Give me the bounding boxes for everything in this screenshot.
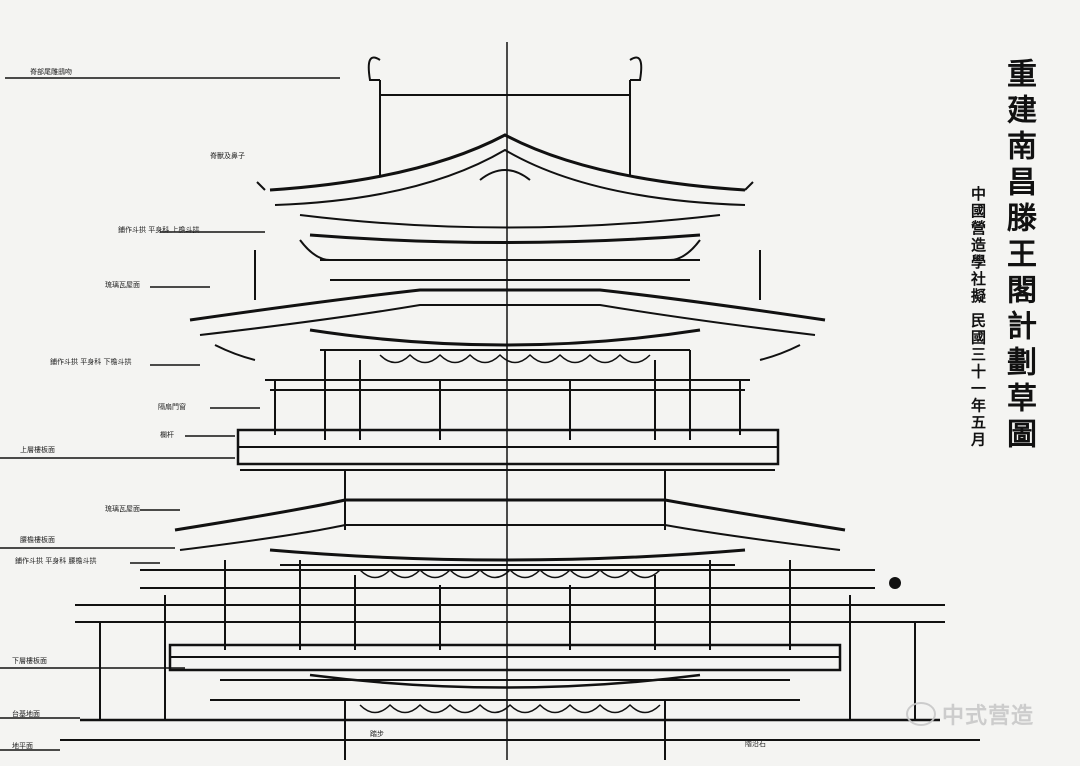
annotation-label: 鋪作斗拱 平身科 下檐斗拱 [50,358,132,366]
frieze-ornaments [359,353,661,714]
annotation-label: 隔扇門窗 [158,403,186,411]
annotation-label: 階沿石 [745,740,766,748]
upper-story [236,350,780,471]
marker-dot [889,577,901,589]
drawing-title: 重建南昌滕王閣計劃草圖 [1001,58,1036,454]
annotation-label: 脊獸及鼻子 [210,152,245,160]
annotation-label: 鋪作斗拱 平身科 上檐斗拱 [118,226,200,234]
lower-roof [174,470,846,566]
annotation-label: 上層樓板面 [20,446,55,454]
annotation-label: 台基地面 [12,710,40,718]
top-roof [256,56,754,244]
upper-brackets [299,239,701,281]
leader-lines [0,77,340,751]
annotation-label: 欄杆 [160,431,174,439]
drawing-subtitle: 中國營造學社擬 民國三十一年五月 [969,186,987,449]
watermark: 中式营造 [906,698,1034,730]
lower-story [60,560,980,760]
annotation-label: 踏步 [370,730,384,738]
annotation-label: 琉璃瓦屋面 [105,505,140,513]
annotation-label: 下層樓板面 [12,657,47,665]
annotation-label: 腰檐樓板面 [20,536,55,544]
annotation-label: 鋪作斗拱 平身科 腰檐斗拱 [15,557,97,565]
wechat-icon [906,702,936,726]
annotation-label: 琉璃瓦屋面 [105,281,140,289]
annotation-label: 地平面 [12,742,33,750]
middle-roof [189,250,826,361]
watermark-text: 中式营造 [942,704,1035,729]
annotation-label: 脊部尾雕鴟吻 [30,68,72,76]
